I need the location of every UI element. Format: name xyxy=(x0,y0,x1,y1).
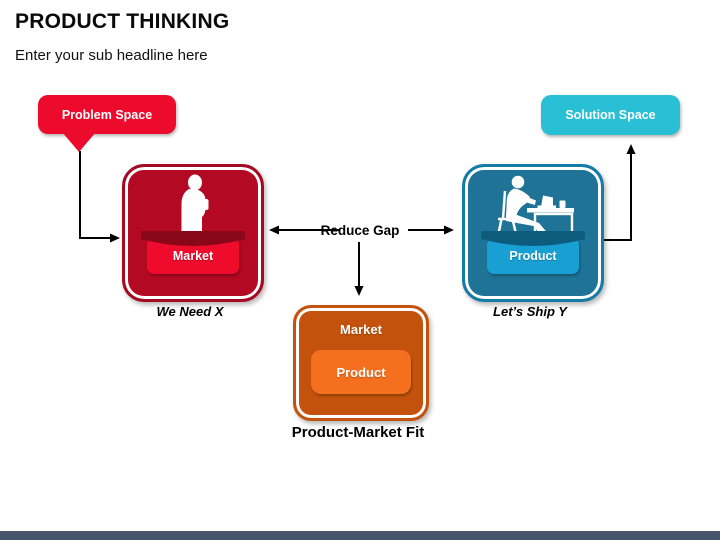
pmf-market-label: Market xyxy=(340,322,382,337)
pmf-node: Market Product xyxy=(293,305,429,421)
page-subtitle: Enter your sub headline here xyxy=(15,47,208,64)
product-node: Product xyxy=(462,164,604,302)
market-caption: We Need X xyxy=(156,304,224,319)
pmf-product-box: Product xyxy=(311,350,411,394)
problem-space-badge-label: Problem Space xyxy=(61,107,153,122)
market-node: Market xyxy=(122,164,264,302)
problem-space-badge-tail xyxy=(62,132,96,152)
solution-space-badge: Solution Space xyxy=(541,95,680,135)
product-ribbon: Product xyxy=(487,238,579,274)
pmf-caption: Product-Market Fit xyxy=(291,424,425,441)
market-ribbon-label: Market xyxy=(172,249,214,263)
product-ribbon-label: Product xyxy=(509,249,557,263)
page-title: PRODUCT THINKING xyxy=(15,10,230,33)
market-ribbon-flap xyxy=(141,231,245,246)
product-ribbon-flap xyxy=(481,231,585,246)
reduce-gap-label: Reduce Gap xyxy=(320,223,400,238)
person-with-phone-icon xyxy=(125,174,261,238)
product-caption: Let’s Ship Y xyxy=(493,304,567,319)
footer-bar xyxy=(0,531,720,540)
solution-space-badge-label: Solution Space xyxy=(565,108,656,122)
pmf-product-label: Product xyxy=(336,364,386,380)
person-at-desk-icon xyxy=(465,174,601,238)
problem-space-badge: Problem Space xyxy=(38,95,176,134)
